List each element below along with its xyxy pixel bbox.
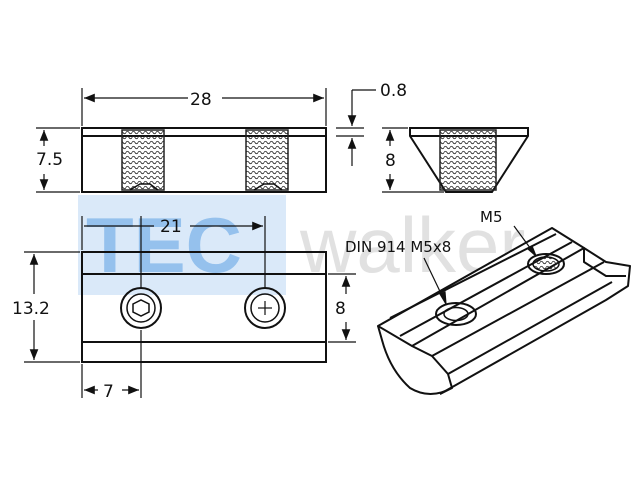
dimension-height-side: [382, 127, 444, 193]
dimension-thickness: [336, 89, 376, 166]
dimension-edge-to-slot: [328, 273, 356, 343]
dimension-length: [81, 88, 327, 126]
dimension-hole-offset-label: 7: [103, 382, 114, 402]
watermark-box: [78, 195, 286, 295]
iso-hole-countersunk: [435, 302, 477, 326]
watermark-brand-part1: TEC: [86, 201, 242, 289]
front-view: [81, 127, 327, 193]
dimension-hole-offset: [81, 330, 142, 398]
hole-right: [244, 287, 286, 329]
leader-thread: [513, 225, 537, 257]
dimension-width-top-label: 13.2: [12, 299, 50, 319]
screw-callout-label: DIN 914 M5x8: [345, 238, 451, 256]
dimension-height-front: [36, 127, 80, 193]
iso-hole-threaded: [527, 253, 565, 275]
dimension-width-top: [24, 251, 80, 363]
dimension-thickness-label: 0.8: [380, 81, 407, 101]
dimension-hole-spacing-label: 21: [160, 217, 182, 237]
dimension-length-label: 28: [190, 90, 212, 110]
dimension-height-side-label: 8: [385, 151, 396, 171]
top-view: [81, 251, 327, 363]
dimension-height-front-label: 7.5: [36, 150, 63, 170]
dimension-hole-spacing: [81, 216, 266, 288]
side-view: [409, 127, 529, 193]
thread-callout-label: M5: [480, 208, 503, 226]
dimension-edge-to-slot-label: 8: [335, 299, 346, 319]
hole-left: [120, 287, 162, 329]
leader-screw: [423, 257, 447, 305]
